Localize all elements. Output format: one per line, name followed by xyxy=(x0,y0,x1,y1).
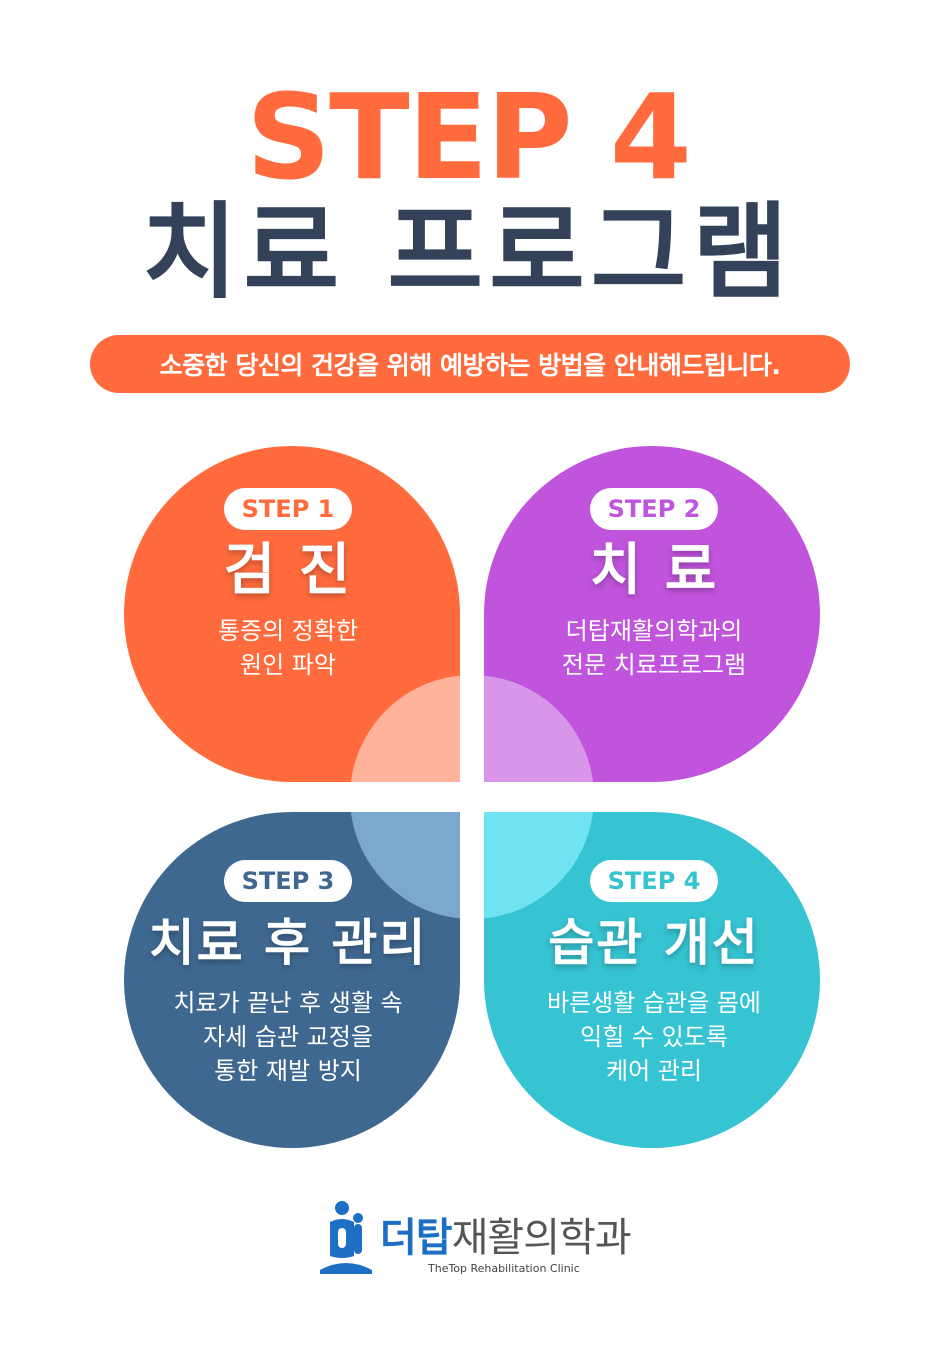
overlay-quadrant-4 xyxy=(484,812,594,919)
card-step4: STEP 4 습관 개선 바른생활 습관을 몸에 익힐 수 있도록 케어 관리 xyxy=(504,860,804,1088)
page-title: 치료 프로그램 xyxy=(141,191,795,313)
card-title: 치료 후 관리 xyxy=(148,914,428,972)
card-title: 검 진 xyxy=(223,538,353,603)
petal-step2 xyxy=(484,446,820,782)
card-title: 습관 개선 xyxy=(548,914,760,972)
logo-english: TheTop Rehabilitation Clinic xyxy=(428,1262,580,1275)
card-step2: STEP 2 치 료 더탑재활의학과의 전문 치료프로그램 xyxy=(504,488,804,682)
card-description: 더탑재활의학과의 전문 치료프로그램 xyxy=(561,617,747,679)
step-badge: STEP 2 xyxy=(589,488,719,530)
card-description: 통증의 정확한 원인 파악 xyxy=(217,617,359,679)
card-description: 바른생활 습관을 몸에 익힐 수 있도록 케어 관리 xyxy=(547,989,761,1085)
subtitle-text: 소중한 당신의 건강을 위해 예방하는 방법을 안내해드립니다. xyxy=(159,351,781,380)
petal-step4 xyxy=(484,812,820,1148)
step-badge: STEP 3 xyxy=(223,860,353,902)
petal-step1 xyxy=(124,446,460,782)
step-badge: STEP 4 xyxy=(589,860,719,902)
logo-wordmark: 더탑재활의학과 xyxy=(380,1215,632,1261)
logo-name-bold: 더탑 xyxy=(380,1215,453,1261)
overlay-quadrant-1 xyxy=(350,675,460,782)
overlay-quadrant-3 xyxy=(350,812,460,919)
person-icon xyxy=(320,1201,372,1274)
logo-name-rest: 재활의학과 xyxy=(451,1215,632,1261)
card-step1: STEP 1 검 진 통증의 정확한 원인 파악 xyxy=(138,488,438,682)
subtitle-banner: 소중한 당신의 건강을 위해 예방하는 방법을 안내해드립니다. xyxy=(90,335,850,393)
card-title: 치 료 xyxy=(589,538,719,603)
clinic-logo: 더탑재활의학과 TheTop Rehabilitation Clinic xyxy=(318,1198,638,1278)
overlay-quadrant-2 xyxy=(484,675,594,782)
step-badge: STEP 1 xyxy=(223,488,353,530)
step-title: STEP 4 xyxy=(246,68,692,206)
card-description: 치료가 끝난 후 생활 속 자세 습관 교정을 통한 재발 방지 xyxy=(173,989,403,1085)
petal-step3 xyxy=(124,812,460,1148)
card-step3: STEP 3 치료 후 관리 치료가 끝난 후 생활 속 자세 습관 교정을 통… xyxy=(138,860,438,1088)
